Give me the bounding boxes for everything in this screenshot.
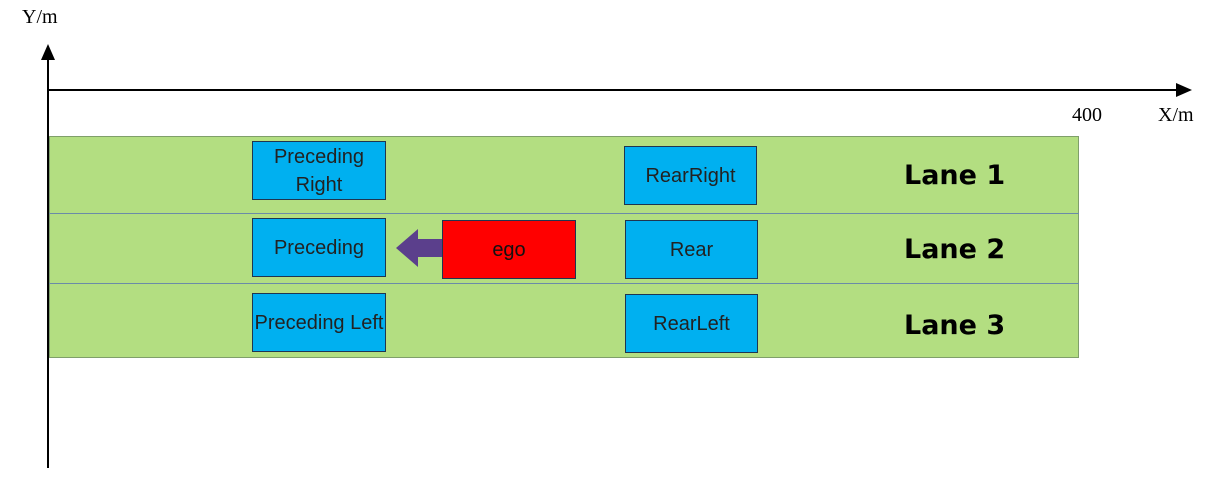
vehicle-rear: Rear [625, 220, 758, 279]
x-axis-tick-400: 400 [1072, 104, 1102, 126]
lane-divider-1-2 [49, 213, 1079, 214]
vehicle-rear-left-label: RearLeft [653, 312, 730, 335]
vehicle-preceding-right: Preceding Right [252, 141, 386, 200]
vehicle-preceding-right-label: Preceding Right [273, 145, 365, 196]
vehicle-preceding-label: Preceding [273, 236, 365, 259]
x-axis-arrowhead [1176, 83, 1192, 97]
vehicle-preceding-left: Preceding Left [252, 293, 386, 352]
y-axis-label: Y/m [22, 6, 58, 28]
lane-divider-2-3 [49, 283, 1079, 284]
vehicle-rear-left: RearLeft [625, 294, 758, 353]
vehicle-preceding: Preceding [252, 218, 386, 277]
vehicle-ego: ego [442, 220, 576, 279]
x-axis-label: X/m [1158, 104, 1194, 126]
y-axis-arrowhead [41, 44, 55, 60]
vehicle-rear-right: RearRight [624, 146, 757, 205]
vehicle-rear-right-label: RearRight [645, 164, 736, 187]
vehicle-preceding-left-label: Preceding Left [254, 311, 384, 334]
x-axis [47, 89, 1177, 91]
ego-direction-arrow [396, 229, 444, 267]
lane-1-label: Lane 1 [904, 160, 1006, 191]
lane-2-label: Lane 2 [904, 234, 1006, 265]
vehicle-ego-label: ego [492, 238, 526, 261]
y-axis [47, 58, 49, 468]
vehicle-rear-label: Rear [669, 238, 714, 261]
lane-3-label: Lane 3 [904, 310, 1006, 341]
